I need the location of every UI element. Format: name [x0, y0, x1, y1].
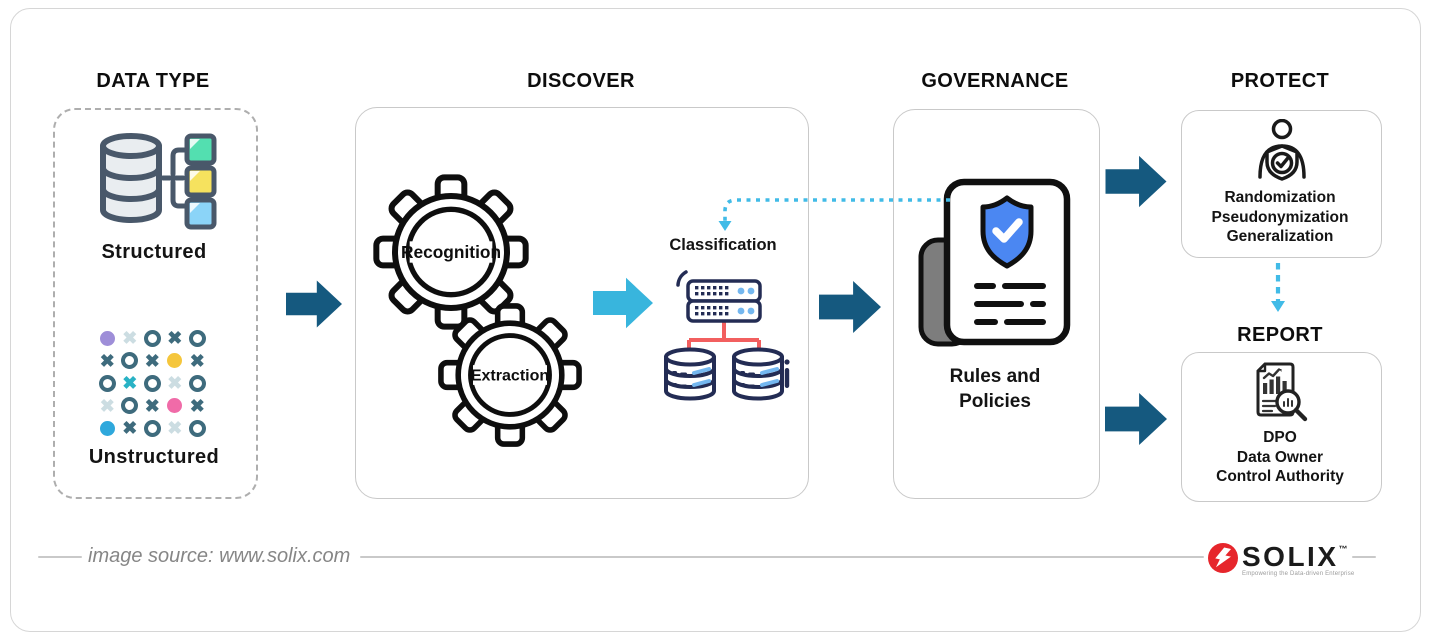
report-item: DPO	[1263, 429, 1297, 446]
protect-person-shield-icon	[1258, 119, 1306, 181]
unstructured-label: Unstructured	[88, 446, 220, 468]
protect-item: Generalization	[1226, 228, 1334, 245]
solix-logo-text: SOLIX	[1242, 541, 1339, 572]
arrow-discover-to-governance	[819, 280, 881, 334]
outer-frame	[10, 8, 1421, 632]
pattern-cell-dot-purple	[96, 327, 119, 350]
protect-items: Randomization Pseudonymization Generaliz…	[1185, 188, 1375, 247]
header-data-type: DATA TYPE	[96, 70, 210, 92]
classification-server-icon	[664, 270, 790, 401]
extraction-gear-label: Extraction	[471, 367, 549, 385]
pattern-cell-o-dark	[186, 327, 209, 350]
pattern-cell-x-dark: ✖	[122, 418, 138, 439]
solix-logo: SOLIX™ Empowering the Data-driven Enterp…	[1208, 543, 1354, 577]
solix-logo-tm: ™	[1338, 544, 1348, 554]
recognition-gear-icon: Recognition	[373, 174, 529, 330]
footer-divider-right	[1352, 556, 1376, 558]
header-protect: PROTECT	[1230, 70, 1330, 92]
footer-divider-long	[360, 556, 1204, 558]
report-analytics-icon	[1256, 362, 1308, 422]
pattern-cell-x-cyan: ✖	[122, 373, 138, 394]
header-governance: GOVERNANCE	[921, 70, 1069, 92]
structured-label: Structured	[101, 241, 207, 263]
pattern-cell-dot-yellow	[164, 350, 187, 373]
solix-logo-tagline: Empowering the Data-driven Enterprise	[1242, 571, 1355, 577]
pattern-cell-o-dark	[119, 395, 142, 418]
arrow-governance-to-report	[1105, 392, 1167, 446]
footer-divider-left	[38, 556, 82, 558]
pattern-cell-x-light: ✖	[167, 373, 183, 394]
pattern-cell-x-dark: ✖	[144, 395, 160, 416]
arrow-datatype-to-discover	[286, 280, 342, 328]
pattern-cell-o-dark	[141, 372, 164, 395]
rules-policies-document-icon	[918, 178, 1071, 347]
extraction-gear-icon: Extraction	[438, 303, 582, 447]
report-item: Data Owner	[1236, 448, 1324, 466]
image-source-text: image source: www.solix.com	[88, 545, 351, 567]
unstructured-grid: ✖ ✖ ✖ ✖ ✖ ✖ ✖ ✖ ✖ ✖ ✖ ✖	[96, 327, 209, 440]
solix-logo-bolt-icon	[1208, 543, 1238, 573]
pattern-cell-x-dark: ✖	[167, 328, 183, 349]
classification-label: Classification	[669, 236, 777, 254]
pattern-cell-x-light: ✖	[99, 395, 115, 416]
report-panel	[1181, 352, 1382, 502]
header-discover: DISCOVER	[527, 70, 635, 92]
pattern-cell-x-dark: ✖	[99, 350, 115, 371]
arrow-gears-to-classification	[593, 277, 653, 329]
report-item: Control Authority	[1216, 468, 1344, 485]
pattern-cell-dot-pink	[164, 395, 187, 418]
pattern-cell-o-dark	[141, 327, 164, 350]
pattern-cell-x-dark: ✖	[189, 350, 205, 371]
pattern-cell-x-dark: ✖	[189, 395, 205, 416]
protect-item: Randomization	[1224, 189, 1336, 206]
report-items: DPO Data Owner Control Authority	[1185, 428, 1375, 487]
pattern-cell-o-dark	[96, 372, 119, 395]
pattern-cell-dot-blue	[96, 417, 119, 440]
pattern-cell-o-dark	[119, 350, 142, 373]
header-report: REPORT	[1237, 324, 1323, 346]
pattern-cell-o-dark	[141, 417, 164, 440]
arrow-governance-to-protect	[1105, 155, 1167, 208]
structured-database-icon	[100, 133, 217, 230]
pattern-cell-o-dark	[186, 417, 209, 440]
pattern-cell-x-dark: ✖	[144, 350, 160, 371]
governance-caption-line2: Policies	[959, 391, 1031, 412]
pattern-cell-x-light: ✖	[122, 328, 138, 349]
recognition-gear-label: Recognition	[401, 242, 501, 262]
protect-item: Pseudonymization	[1211, 208, 1349, 226]
pattern-cell-x-light: ✖	[167, 418, 183, 439]
pattern-cell-o-dark	[186, 372, 209, 395]
governance-caption-line1: Rules and	[949, 366, 1041, 387]
